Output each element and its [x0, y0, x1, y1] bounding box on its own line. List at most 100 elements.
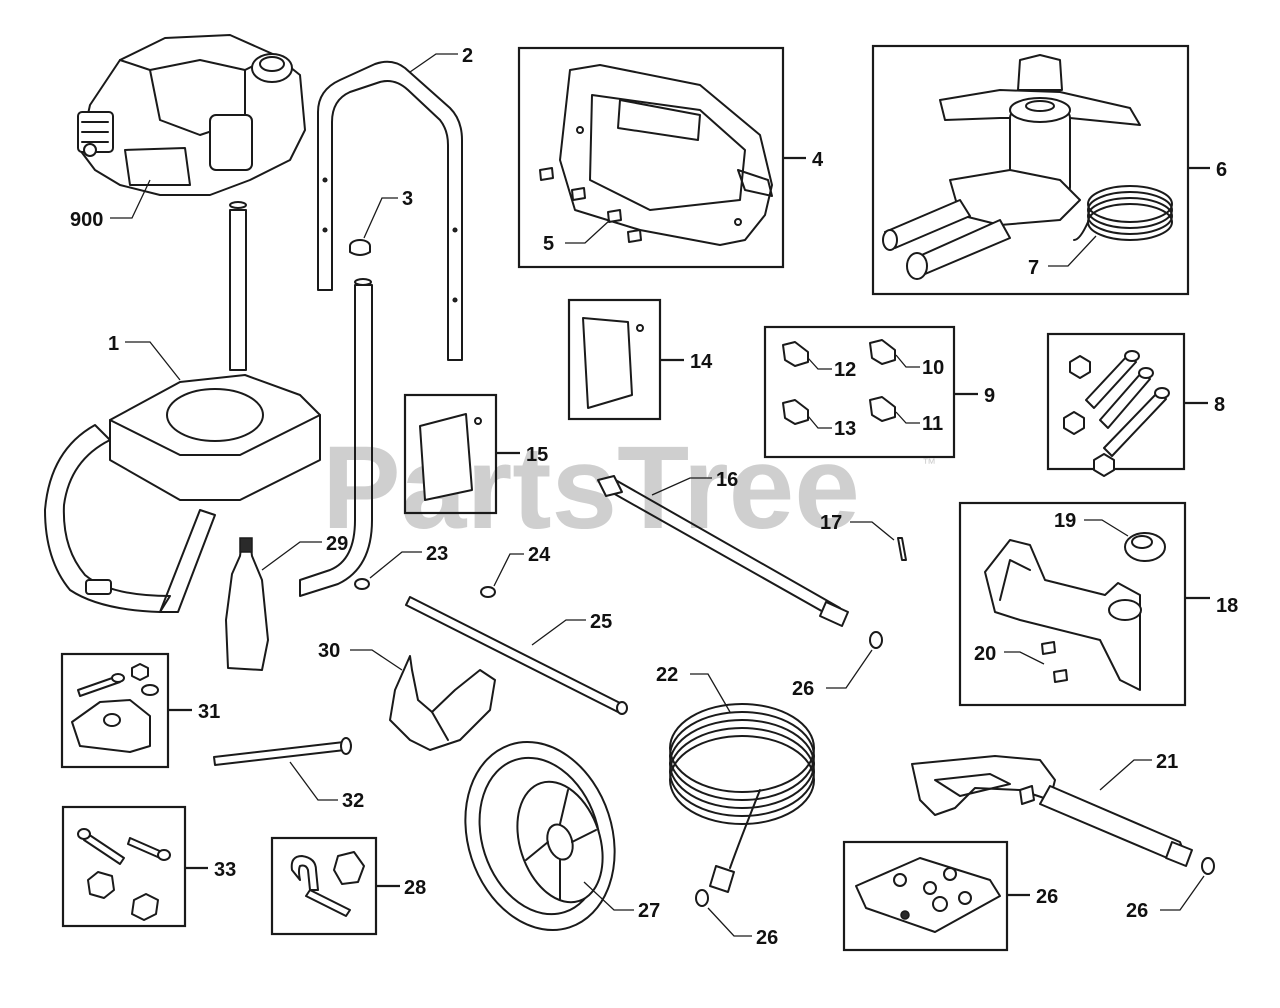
leader-23 — [369, 551, 422, 579]
group-box-9 — [763, 325, 956, 459]
callout-1: 1 — [108, 333, 119, 355]
leader-27 — [583, 881, 634, 911]
part-spray-gun — [911, 755, 1193, 867]
callout-4: 4 — [812, 149, 824, 171]
callout-24: 24 — [528, 544, 551, 566]
callout-16: 16 — [716, 469, 738, 491]
part-tip-11 — [869, 396, 896, 422]
part-screws-5 — [539, 167, 642, 243]
callout-32: 32 — [342, 790, 364, 812]
callout-2: 2 — [462, 45, 473, 67]
part-decal-15 — [419, 413, 482, 501]
callout-22: 22 — [656, 664, 678, 686]
watermark-trademark: ™ — [922, 455, 936, 471]
leader-20 — [1004, 651, 1045, 665]
leader-1 — [125, 341, 181, 381]
part-oil-bottle — [225, 537, 269, 671]
part-axle — [405, 596, 628, 715]
part-tip-holder — [855, 857, 1001, 933]
leader-17 — [850, 521, 895, 541]
watermark: PartsTree — [322, 422, 860, 554]
leader-26c — [1160, 875, 1205, 911]
callout-21: 21 — [1156, 751, 1178, 773]
callout-3: 3 — [402, 188, 413, 210]
leader-25 — [531, 619, 586, 646]
group-box-18 — [958, 501, 1187, 707]
callout-18: 18 — [1216, 595, 1238, 617]
leader-32 — [289, 761, 338, 801]
part-oring-26b — [695, 889, 709, 907]
group-box-6 — [871, 44, 1190, 296]
leader-12 — [807, 357, 832, 370]
leader-2 — [409, 53, 458, 73]
part-bolts-8 — [1063, 350, 1170, 477]
callout-28: 28 — [404, 877, 426, 899]
part-pump — [882, 54, 1141, 280]
callout-26b: 26 — [756, 927, 778, 949]
part-hose-22 — [669, 703, 815, 893]
callout-13: 13 — [834, 418, 856, 440]
leader-30 — [350, 649, 403, 671]
callout-33: 33 — [214, 859, 236, 881]
part-handle — [317, 60, 463, 361]
callout-29: 29 — [326, 533, 348, 555]
part-decal-14 — [582, 317, 644, 409]
leader-26a — [826, 649, 873, 689]
part-threaded-rod — [213, 737, 352, 766]
callout-10: 10 — [922, 357, 944, 379]
callout-7: 7 — [1028, 257, 1039, 279]
leader-3 — [363, 197, 398, 239]
part-oring-26c — [1201, 857, 1215, 875]
part-wand — [597, 475, 849, 627]
part-cap — [349, 239, 371, 256]
leader-29 — [261, 541, 322, 571]
callout-5: 5 — [543, 233, 554, 255]
part-screws-20 — [1041, 641, 1068, 683]
callout-25: 25 — [590, 611, 612, 633]
callout-26d: 26 — [1036, 886, 1058, 908]
part-ubolt-28 — [290, 851, 365, 917]
part-tip-12 — [782, 341, 809, 367]
leader-19 — [1084, 519, 1129, 537]
part-oring-26a — [869, 631, 883, 649]
part-hose-hook — [984, 539, 1142, 691]
group-box-8 — [1046, 332, 1186, 471]
part-tip-10 — [869, 339, 896, 365]
callout-14: 14 — [690, 351, 713, 373]
callout-26a: 26 — [792, 678, 814, 700]
callout-20: 20 — [974, 643, 996, 665]
leader-21 — [1099, 759, 1152, 791]
callout-27: 27 — [638, 900, 660, 922]
part-frame — [44, 201, 373, 613]
leader-11 — [895, 411, 920, 424]
part-washer-24 — [480, 586, 496, 598]
callout-15: 15 — [526, 444, 548, 466]
leader-22 — [690, 673, 731, 713]
callout-30: 30 — [318, 640, 340, 662]
leader-13 — [807, 415, 832, 429]
callout-12: 12 — [834, 359, 856, 381]
callout-900: 900 — [70, 209, 103, 231]
group-box-28 — [270, 836, 378, 936]
callout-31: 31 — [198, 701, 220, 723]
leader-10 — [895, 354, 920, 368]
part-panel — [559, 64, 773, 246]
part-engine — [77, 34, 306, 196]
callout-11: 11 — [922, 413, 943, 435]
part-washer-23 — [354, 578, 370, 590]
callout-6: 6 — [1216, 159, 1227, 181]
callout-19: 19 — [1054, 510, 1076, 532]
part-foot-31 — [71, 663, 159, 753]
part-wheel — [464, 741, 616, 931]
leader-26b — [707, 907, 752, 937]
callout-26c: 26 — [1126, 900, 1148, 922]
part-wire-bracket — [389, 655, 496, 751]
callout-17: 17 — [820, 512, 842, 534]
part-pin — [897, 537, 907, 561]
leader-900 — [110, 179, 151, 219]
callout-23: 23 — [426, 543, 448, 565]
leader-16 — [651, 477, 712, 496]
part-knob-19 — [1124, 532, 1166, 562]
group-box-33 — [61, 805, 187, 928]
